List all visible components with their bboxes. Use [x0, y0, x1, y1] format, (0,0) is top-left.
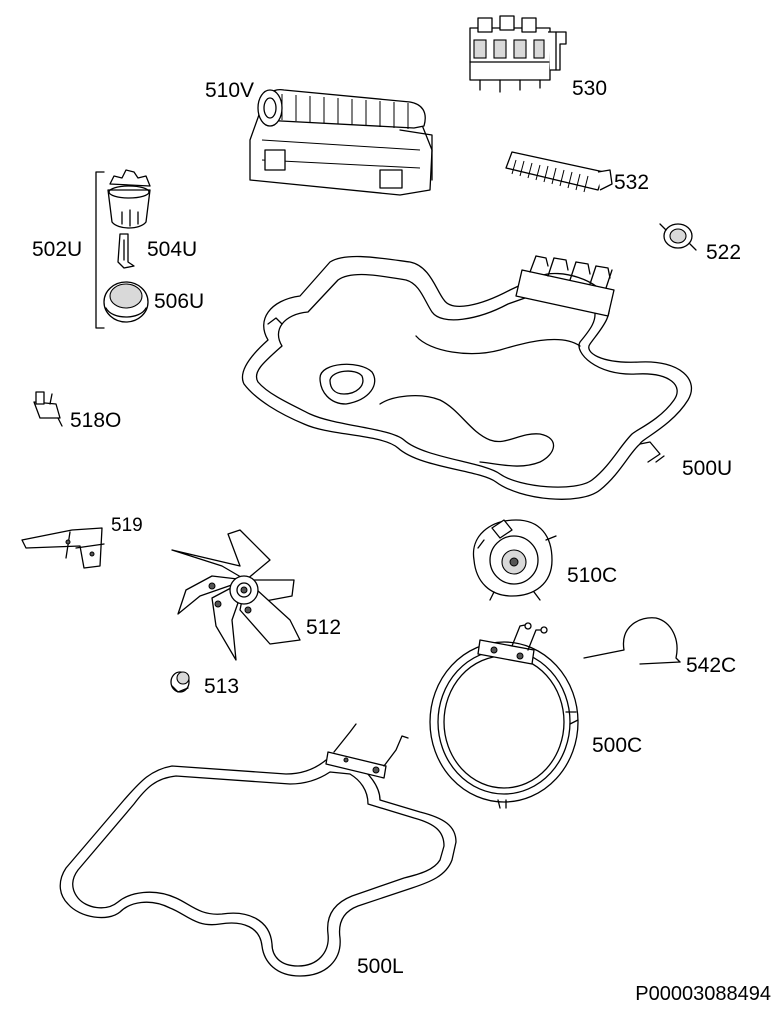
- part-510V-tangential-fan: [249, 88, 433, 196]
- part-532-connector-strip: [505, 151, 613, 193]
- label-522: 522: [706, 241, 742, 264]
- label-500C: 500C: [592, 734, 643, 757]
- label-510V: 510V: [205, 79, 255, 102]
- label-513: 513: [204, 675, 240, 698]
- part-502U-lamp-holder: [107, 169, 151, 229]
- label-502U: 502U: [32, 238, 83, 261]
- label-518O: 518O: [70, 409, 122, 432]
- label-500U: 500U: [682, 457, 733, 480]
- part-518O-switch: [33, 391, 63, 427]
- label-530: 530: [572, 77, 608, 100]
- label-506U: 506U: [154, 290, 205, 313]
- part-500U-grill-element: [241, 255, 693, 500]
- part-502U-group-bracket: [95, 171, 105, 329]
- part-500L-bottom-element: [59, 723, 457, 977]
- label-532: 532: [614, 171, 650, 194]
- label-500L: 500L: [357, 955, 404, 978]
- label-542C: 542C: [686, 654, 737, 677]
- label-504U: 504U: [147, 238, 198, 261]
- part-510C-fan-motor: [472, 519, 557, 601]
- part-506U-lamp-glass: [103, 281, 149, 323]
- part-500C-circular-element: [429, 622, 579, 809]
- part-519-bracket: [21, 527, 105, 569]
- part-522-clip: [659, 223, 697, 251]
- part-504U-lamp-clip: [117, 233, 135, 269]
- part-530-terminal-block: [469, 15, 567, 93]
- drawing-code: P00003088494: [635, 983, 771, 1005]
- part-542C-wire-clip: [583, 617, 681, 665]
- part-513-nut: [170, 671, 190, 693]
- label-519: 519: [111, 515, 143, 536]
- part-512-fan-blade: [171, 529, 301, 661]
- label-512: 512: [306, 616, 342, 639]
- label-510C: 510C: [567, 564, 618, 587]
